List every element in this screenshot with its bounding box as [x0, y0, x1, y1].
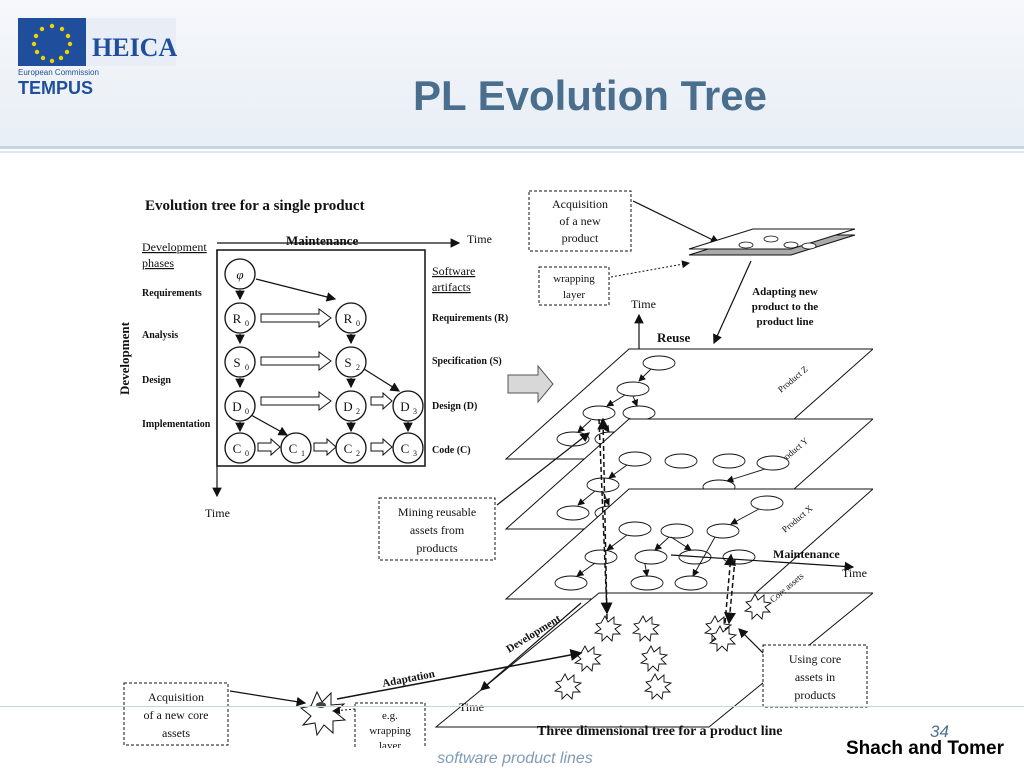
node-r0-right [335, 302, 367, 334]
mining-assets-box [378, 497, 496, 561]
slide-title: PL Evolution Tree [413, 72, 767, 119]
node-phi-label: φ [236, 267, 243, 282]
node-c1 [280, 432, 312, 464]
node-r0-left [224, 302, 256, 334]
node-s0-label: S [233, 355, 240, 370]
node-d3-label: D [400, 399, 409, 414]
node-d0-sub: 0 [245, 407, 249, 416]
eg-line3: layer [379, 740, 401, 748]
acq-core-line3: assets [162, 726, 190, 740]
node-s0-sub: 0 [245, 363, 249, 372]
phase-requirements: Requirements [142, 288, 202, 299]
node-c2-label: C [344, 441, 353, 456]
evolution-tree-figure: Evolution tree for a single product Main… [111, 183, 873, 748]
artifact-design: Design (D) [432, 401, 477, 412]
maintenance-right-label: Maintenance [773, 547, 840, 561]
sw-artifacts-label-2: artifacts [432, 280, 471, 294]
eg-wrapping-box [354, 702, 426, 748]
eg-line2: wrapping [369, 725, 411, 737]
node-c3-sub: 3 [413, 449, 417, 458]
using-line3: products [794, 688, 836, 702]
artifact-code: Code (C) [432, 445, 471, 456]
logo-line2: TEMPUS [18, 78, 93, 98]
logo-brand: HEICA [92, 33, 177, 62]
time-label-bottom-right: Time [459, 700, 484, 714]
artifact-specification: Specification (S) [432, 356, 502, 367]
node-d0 [224, 390, 256, 422]
transition-arrow-icon [507, 364, 554, 404]
reuse-label: Reuse [657, 330, 690, 345]
node-r0-right-sub: 0 [356, 319, 360, 328]
adapting-line3: product line [757, 316, 814, 328]
node-d2 [335, 390, 367, 422]
logo-line1: European Commission [18, 68, 99, 77]
node-c2-sub: 2 [356, 449, 360, 458]
node-d2-sub: 2 [356, 407, 360, 416]
footer-course-title: software product lines [437, 750, 593, 767]
dev-phases-label-2: phases [142, 256, 174, 270]
left-title: Evolution tree for a single product [145, 198, 365, 214]
using-line2: assets in [795, 670, 835, 684]
right-caption: Three dimensional tree for a product lin… [537, 724, 783, 739]
time-label-top: Time [467, 232, 492, 246]
wrapping-layer-box [538, 266, 610, 306]
new-core-asset-burst-icon [299, 690, 347, 737]
mining-line1: Mining reusable [398, 505, 476, 519]
mining-line2: assets from [410, 523, 465, 537]
adaptation-label: Adaptation [381, 668, 436, 690]
using-core-assets-box [762, 644, 868, 708]
wrapping-line1: wrapping [553, 273, 595, 285]
node-d0-label: D [232, 399, 241, 414]
phase-implementation: Implementation [142, 419, 211, 430]
dev-phases-label-1: Development [142, 240, 207, 254]
credit-text: Shach and Tomer [845, 738, 1004, 759]
acq-product-line3: product [562, 231, 599, 245]
acq-core-assets-box [123, 682, 229, 746]
node-s2-sub: 2 [356, 363, 360, 372]
node-r0-right-label: R [344, 311, 353, 326]
acq-core-line1: Acquisition [148, 690, 204, 704]
header-divider [0, 151, 1024, 153]
development-vertical-label: Development [117, 321, 132, 395]
node-c0 [224, 432, 256, 464]
node-s0 [224, 346, 256, 378]
node-c0-label: C [233, 441, 242, 456]
node-s2 [335, 346, 367, 378]
mining-line3: products [416, 541, 458, 555]
heica-tempus-logo: HEICA European Commission TEMPUS [18, 18, 177, 98]
adapting-line1: Adapting new [752, 286, 818, 298]
node-c1-label: C [289, 441, 298, 456]
node-phi [224, 258, 256, 290]
time-label-bottom: Time [205, 506, 230, 520]
footer-divider [0, 706, 1024, 707]
wrapping-line2: layer [563, 289, 585, 301]
acq-product-line2: of a new [559, 214, 601, 228]
node-r0-left-sub: 0 [245, 319, 249, 328]
adapting-line2: product to the [752, 301, 819, 313]
sw-artifacts-label-1: Software [432, 264, 475, 278]
node-c3-label: C [401, 441, 410, 456]
maintenance-label: Maintenance [286, 233, 358, 248]
node-c3 [392, 432, 424, 464]
phase-design: Design [142, 375, 171, 386]
node-c1-sub: 1 [301, 449, 305, 458]
acq-product-box [528, 190, 632, 252]
time-label-reuse: Time [631, 297, 656, 311]
node-c2 [335, 432, 367, 464]
acq-core-line2: of a new core [144, 708, 209, 722]
time-label-right: Time [842, 566, 867, 580]
eg-line1: e.g. [382, 710, 398, 722]
using-line1: Using core [789, 652, 841, 666]
artifact-requirements: Requirements (R) [432, 313, 508, 324]
node-d3 [392, 390, 424, 422]
acq-product-line1: Acquisition [552, 197, 608, 211]
phase-analysis: Analysis [142, 330, 178, 341]
node-c0-sub: 0 [245, 449, 249, 458]
node-d2-label: D [343, 399, 352, 414]
page-number: 34 [930, 722, 949, 741]
node-r0-left-label: R [233, 311, 242, 326]
node-s2-label: S [344, 355, 351, 370]
node-d3-sub: 3 [413, 407, 417, 416]
